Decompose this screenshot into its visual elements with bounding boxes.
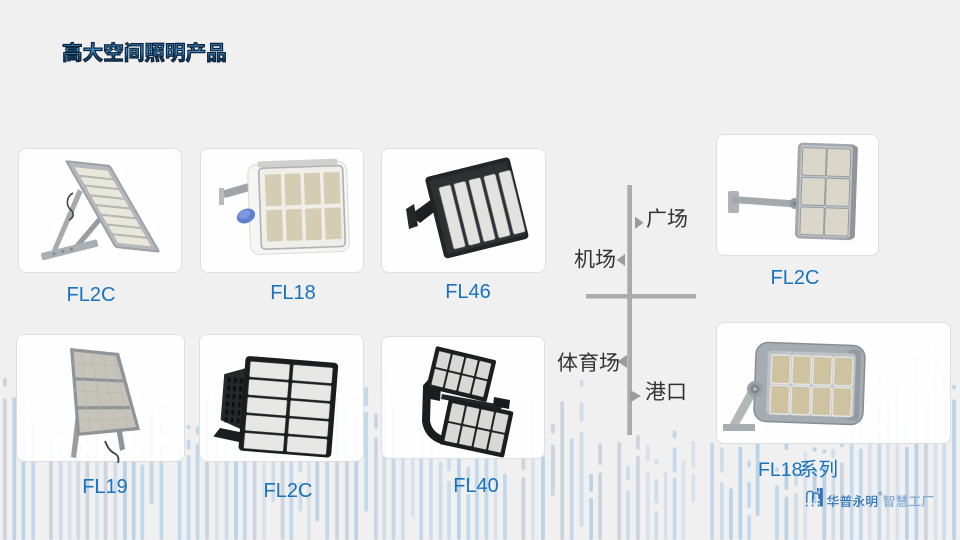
svg-text:FL18: FL18 [758,459,802,481]
svg-text:®: ® [878,491,882,498]
